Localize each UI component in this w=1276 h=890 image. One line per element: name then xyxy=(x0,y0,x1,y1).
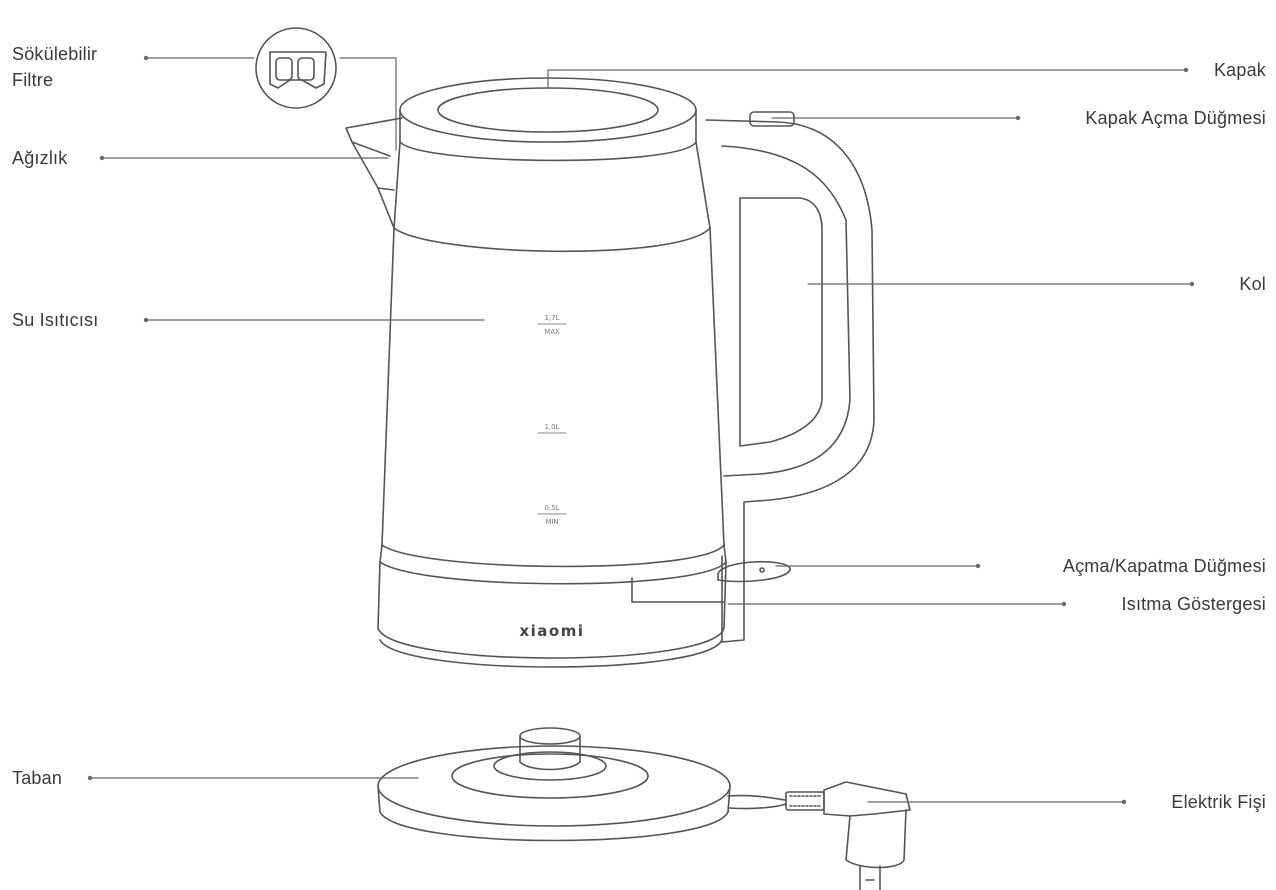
power-switch-drawing xyxy=(717,560,791,583)
min-mark-label: MIN xyxy=(545,518,558,526)
label-plug: Elektrik Fişi xyxy=(1171,792,1266,812)
spout-drawing xyxy=(345,117,403,229)
brand-logo: xiaomi xyxy=(519,622,584,640)
base-drawing xyxy=(377,727,731,842)
mid-mark-value: 1,0L xyxy=(544,423,559,431)
heat-indicator-drawing xyxy=(631,577,725,603)
label-lid-button: Kapak Açma Düğmesi xyxy=(1085,108,1266,128)
label-spout: Ağızlık xyxy=(12,148,68,168)
label-kettle-body: Su Isıtıcısı xyxy=(12,310,99,330)
leader-lines xyxy=(89,57,1193,803)
label-base: Taban xyxy=(12,768,63,788)
lid-button-drawing xyxy=(749,111,795,127)
kettle-body-drawing xyxy=(345,77,875,668)
max-mark-label: MAX xyxy=(544,328,560,336)
label-filter-line2: Filtre xyxy=(12,70,54,90)
handle-drawing xyxy=(705,119,875,643)
label-handle: Kol xyxy=(1239,274,1266,294)
plug-drawing xyxy=(727,781,911,890)
label-heat-indicator: Isıtma Göstergesi xyxy=(1121,594,1266,614)
water-level-marks xyxy=(537,323,567,515)
min-mark-value: 0,5L xyxy=(544,504,559,512)
label-power-switch: Açma/Kapatma Düğmesi xyxy=(1062,556,1266,576)
leader-dots xyxy=(87,55,1195,805)
max-mark-value: 1,7L xyxy=(544,314,559,322)
label-filter-line1: Sökülebilir xyxy=(12,44,98,64)
filter-drawing xyxy=(255,27,337,109)
label-lid: Kapak xyxy=(1213,60,1266,80)
